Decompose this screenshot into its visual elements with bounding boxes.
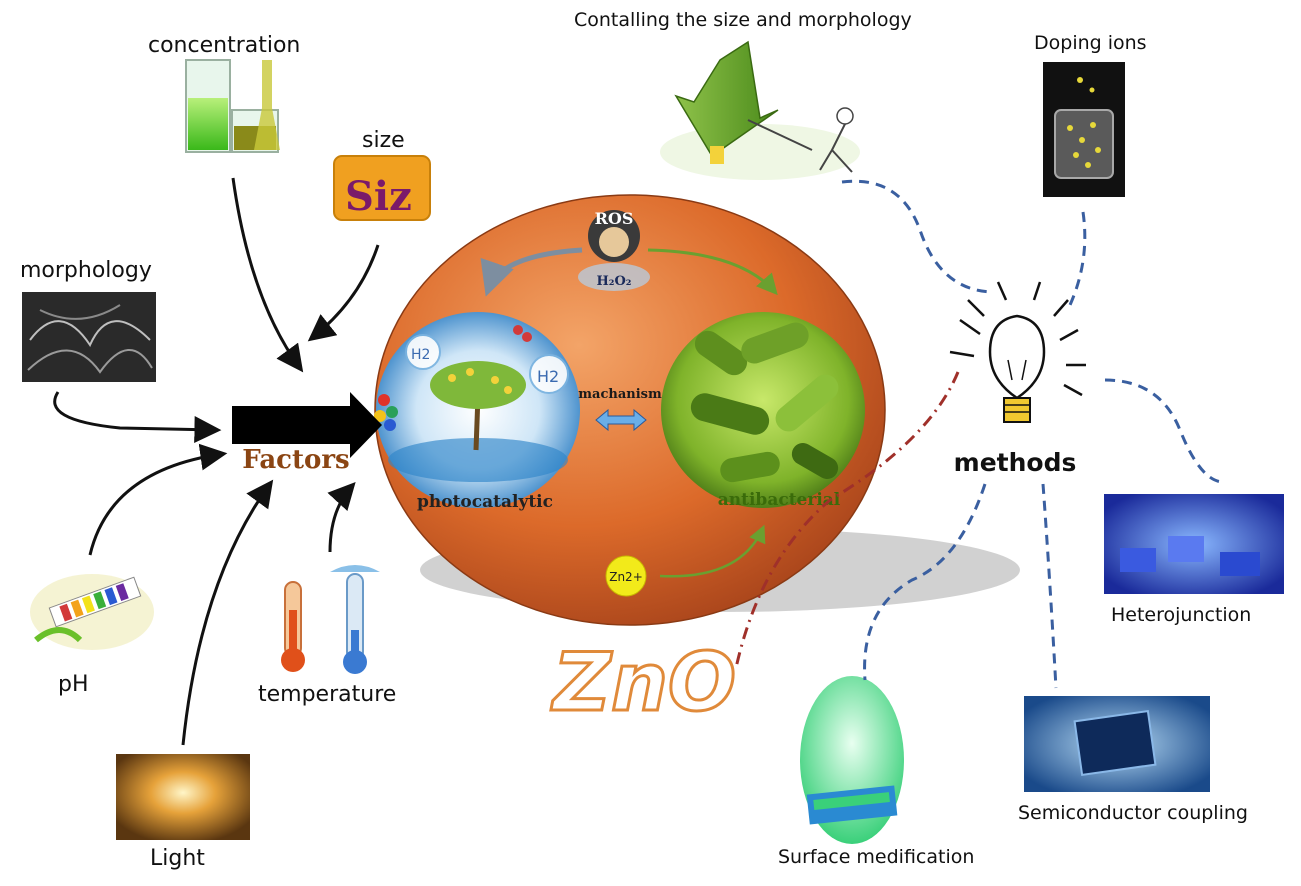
size-label: size	[362, 128, 405, 153]
methods-title: methods	[954, 448, 1077, 477]
ros-to-bact-arrow	[647, 248, 778, 296]
zn-ion-icon	[605, 555, 647, 597]
morphology-sem-image	[22, 292, 156, 382]
controlling-size-label: Contalling the size and morphology	[574, 9, 912, 31]
size-icon-text: Siz	[345, 173, 412, 220]
size-icon	[333, 155, 431, 221]
factors-title: Factors	[242, 445, 349, 475]
dash-heterojunction	[1104, 378, 1223, 484]
dash-semiconductor	[1041, 483, 1058, 689]
heterojunction-label: Heterojunction	[1111, 604, 1252, 626]
size-arrow	[307, 244, 380, 342]
doping-ions-image	[1043, 62, 1125, 197]
light-sunset-image	[116, 754, 250, 840]
ros-icon	[578, 210, 650, 291]
ph-icon	[30, 574, 154, 650]
surface-modification-label: Surface medification	[778, 846, 975, 868]
h2-label-1: H2	[411, 347, 430, 363]
dash-red-zno	[734, 371, 960, 669]
ros-to-photo-arrow	[480, 247, 583, 297]
mechanism-label: machanism	[578, 387, 662, 402]
antibacterial-label: antibacterial	[718, 490, 841, 510]
factors-big-arrow	[232, 392, 382, 458]
surface-modification-image	[800, 676, 904, 844]
light-label: Light	[150, 846, 205, 871]
morphology-label: morphology	[20, 258, 152, 283]
temperature-icon	[281, 565, 380, 674]
heterojunction-image	[1104, 494, 1284, 594]
morphology-arrow	[53, 391, 222, 444]
dash-surface	[863, 483, 987, 681]
temperature-label: temperature	[258, 682, 397, 707]
zn-to-bact-arrow	[659, 524, 766, 578]
photocatalytic-label: photocatalytic	[417, 492, 553, 512]
ph-arrow	[88, 443, 228, 556]
mechanism-arrow	[595, 408, 647, 432]
dash-doping	[1068, 211, 1087, 306]
ph-label: pH	[58, 672, 89, 697]
h2o2-label: H₂O₂	[597, 274, 632, 289]
lightbulb-icon	[949, 281, 1086, 423]
h2-label-2: H2	[537, 367, 559, 386]
concentration-icon	[185, 59, 280, 153]
photocatalytic-image	[374, 312, 580, 508]
zno-sphere	[374, 194, 886, 626]
dash-controlling	[841, 179, 993, 294]
concentration-label: concentration	[148, 33, 301, 58]
doping-ions-label: Doping ions	[1034, 32, 1147, 54]
ros-label: ROS	[595, 209, 634, 228]
concentration-arrow	[231, 177, 304, 373]
bacteria-image	[661, 312, 865, 508]
semiconductor-coupling-label: Semiconductor coupling	[1018, 802, 1248, 824]
controlling-size-icon	[660, 40, 860, 180]
light-arrow	[181, 479, 274, 746]
semiconductor-chip-image	[1024, 696, 1210, 792]
zno-label: ZnO	[550, 636, 736, 729]
temperature-arrow	[327, 482, 356, 553]
zn-ion-label: Zn2+	[609, 570, 643, 584]
